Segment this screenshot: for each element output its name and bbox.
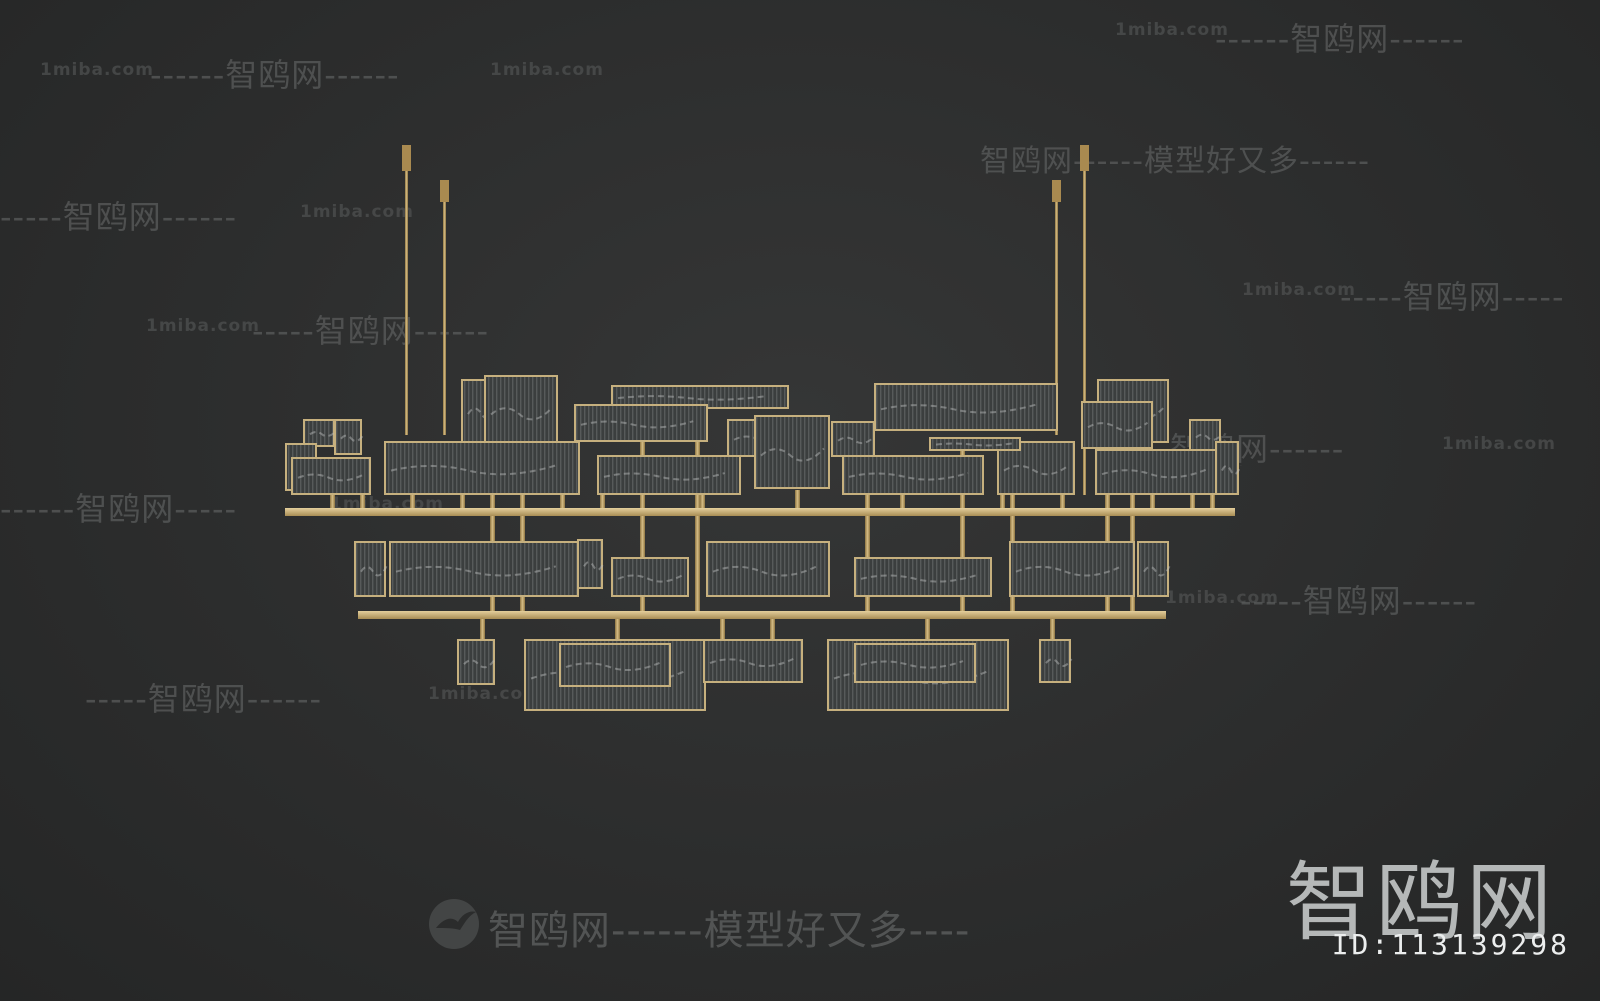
glass-shade <box>929 437 1021 451</box>
glass-shade <box>577 539 606 589</box>
brand-logo: 智鸥网 <box>1286 853 1556 953</box>
middle-tier-shades <box>354 539 1171 597</box>
watermark-brand-line: -----智鸥网------ <box>85 680 323 718</box>
frame-post <box>1050 615 1055 640</box>
watermark-site: 1miba.com <box>428 684 542 704</box>
frame-post <box>330 490 335 510</box>
frame-post <box>1190 490 1195 510</box>
frame-post <box>600 490 605 510</box>
watermark-brand-line: ------智鸥网------ <box>150 56 400 94</box>
glass-shade <box>1081 401 1153 449</box>
glass-shade <box>291 457 371 495</box>
watermark-slogan-bottom: 智鸥网------模型好又多---- <box>488 908 971 954</box>
frame-post <box>410 490 415 510</box>
glass-shade <box>1215 441 1242 495</box>
suspension-rods <box>402 145 1089 495</box>
watermark-site: 1miba.com <box>1115 20 1229 40</box>
bottom-tier-shades <box>457 639 1073 711</box>
watermark-brand-line: -----智鸥网------ <box>1240 582 1478 620</box>
glass-shade <box>831 421 875 457</box>
frame-post <box>695 440 700 615</box>
frame-post <box>960 440 965 615</box>
glass-shade <box>574 404 708 442</box>
frame-post <box>1060 490 1065 510</box>
glass-shade <box>754 415 830 489</box>
watermark-site: 1miba.com <box>1165 588 1279 608</box>
frame-post <box>900 490 905 510</box>
glass-shade <box>874 383 1058 431</box>
frame-post <box>560 490 565 510</box>
watermark-brand-line: -----智鸥网------ <box>252 312 490 350</box>
frame-post <box>1105 440 1110 615</box>
frame-post <box>1000 490 1005 510</box>
glass-shade <box>611 557 689 597</box>
watermark-slogan: 智鸥网------模型好又多------ <box>980 144 1370 179</box>
top-tier-shades <box>285 375 1242 495</box>
frame-post <box>520 440 525 615</box>
frame-post <box>795 490 800 510</box>
frame-post <box>700 490 705 510</box>
watermark-site: 1miba.com <box>300 202 414 222</box>
glass-shade <box>389 541 579 597</box>
frame-post <box>480 615 485 640</box>
frame-post <box>1150 490 1155 510</box>
frame-posts <box>330 440 1215 640</box>
frame-bars <box>285 508 1235 619</box>
glass-shade <box>854 557 992 597</box>
glass-shade <box>1137 541 1171 597</box>
frame-post <box>615 615 620 640</box>
glass-shade <box>384 441 580 495</box>
bird-logo-icon <box>429 899 479 949</box>
watermark-site: 1miba.com <box>146 316 260 336</box>
glass-shade <box>1009 541 1135 597</box>
glass-shade <box>1039 639 1073 683</box>
watermark-site: 1miba.com <box>40 60 154 80</box>
watermark-brand-line: ------智鸥网----- <box>0 490 238 528</box>
frame-post <box>925 615 930 640</box>
glass-shade <box>457 639 496 685</box>
frame-post <box>490 440 495 615</box>
glass-shade <box>703 639 803 683</box>
frame-post <box>460 490 465 510</box>
glass-shade <box>854 643 976 683</box>
frame-post <box>1010 440 1015 615</box>
watermark-brand-line: ------智鸥网------ <box>1215 20 1465 58</box>
frame-post <box>720 615 725 640</box>
glass-shade <box>706 541 830 597</box>
brand-id: ID:113139298 <box>1331 928 1570 961</box>
frame-post <box>865 440 870 615</box>
glass-shade <box>334 419 364 455</box>
frame-post <box>770 615 775 640</box>
glass-shade <box>559 643 671 687</box>
glass-shade <box>303 419 337 447</box>
glass-shade <box>842 455 984 495</box>
glass-shade <box>597 455 741 495</box>
glass-shade <box>484 375 558 447</box>
watermark-site: 1miba.com <box>1242 280 1356 300</box>
frame-post <box>360 490 365 510</box>
frame-post <box>1130 440 1135 615</box>
watermark-site: 1miba.com <box>1442 434 1556 454</box>
frame-post <box>1210 490 1215 510</box>
frame-post <box>640 440 645 615</box>
watermark-brand-line: -----智鸥网----- <box>1340 278 1565 316</box>
watermark-site: 1miba.com <box>490 60 604 80</box>
glass-shade <box>1095 449 1219 495</box>
glass-shade <box>354 541 388 597</box>
watermark-brand-line: -----智鸥网------ <box>0 198 238 236</box>
